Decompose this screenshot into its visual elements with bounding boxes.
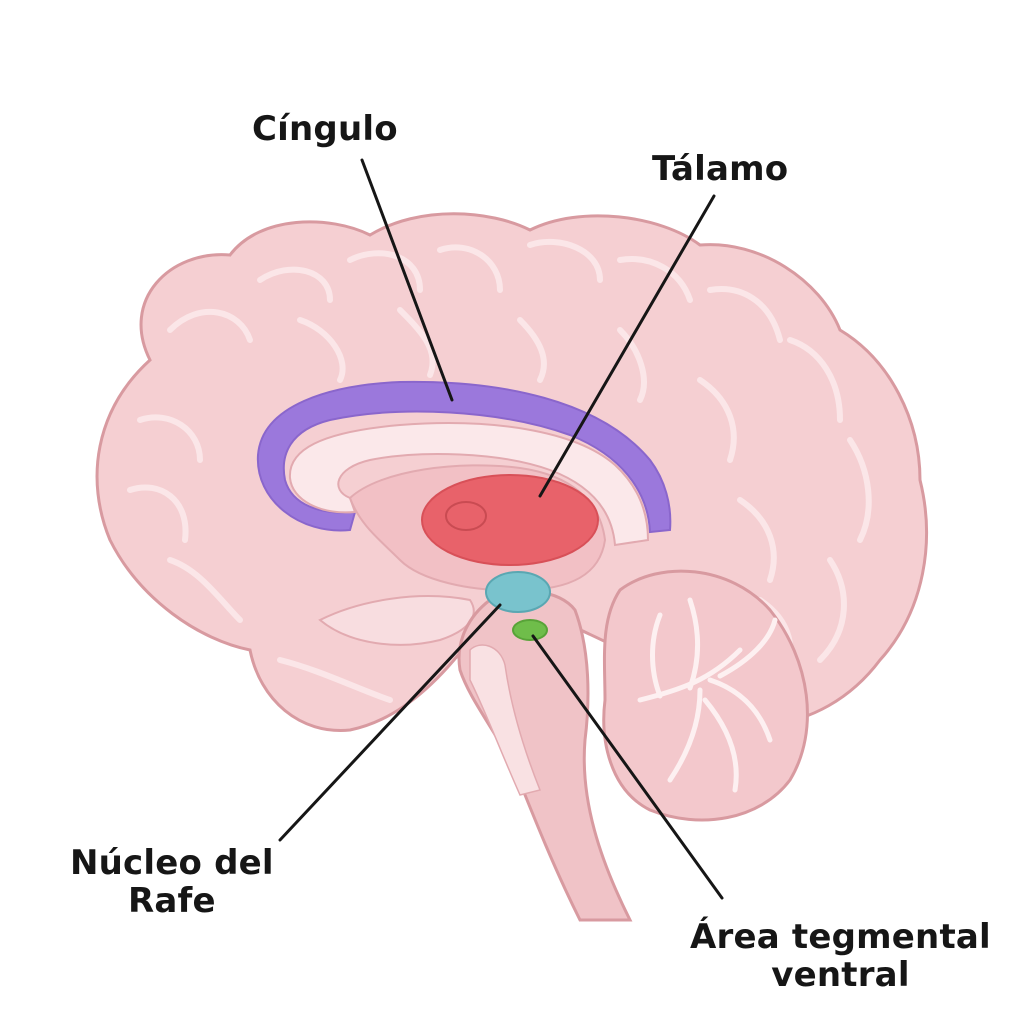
- label-cingulo: Cíngulo: [252, 110, 398, 148]
- label-area-tegmental: Área tegmental ventral: [690, 918, 991, 994]
- label-talamo: Tálamo: [652, 150, 788, 188]
- thalamus-inner: [445, 501, 487, 531]
- ventral-tegmental-area: [512, 619, 548, 641]
- raphe-nucleus: [485, 571, 551, 613]
- cingulate-gyrus: [256, 380, 672, 534]
- label-area-tegmental-line2: ventral: [771, 955, 910, 995]
- arbor-vitae: [637, 597, 778, 793]
- label-cingulo-text: Cíngulo: [252, 109, 398, 149]
- brainstem-highlight: [469, 644, 542, 796]
- corpus-callosum: [288, 422, 650, 547]
- label-nucleo-rafe-line1: Núcleo del: [70, 843, 274, 883]
- leader-line-vta: [531, 634, 724, 900]
- thalamus: [421, 474, 599, 566]
- label-area-tegmental-line1: Área tegmental: [690, 917, 991, 957]
- leader-line-talamo: [538, 194, 716, 498]
- leader-line-cingulo: [360, 158, 454, 402]
- leader-line-rafe: [278, 603, 502, 842]
- label-nucleo-rafe: Núcleo del Rafe: [70, 844, 274, 920]
- label-nucleo-rafe-line2: Rafe: [128, 881, 216, 921]
- label-talamo-text: Tálamo: [652, 149, 789, 189]
- leader-lines: [278, 158, 724, 900]
